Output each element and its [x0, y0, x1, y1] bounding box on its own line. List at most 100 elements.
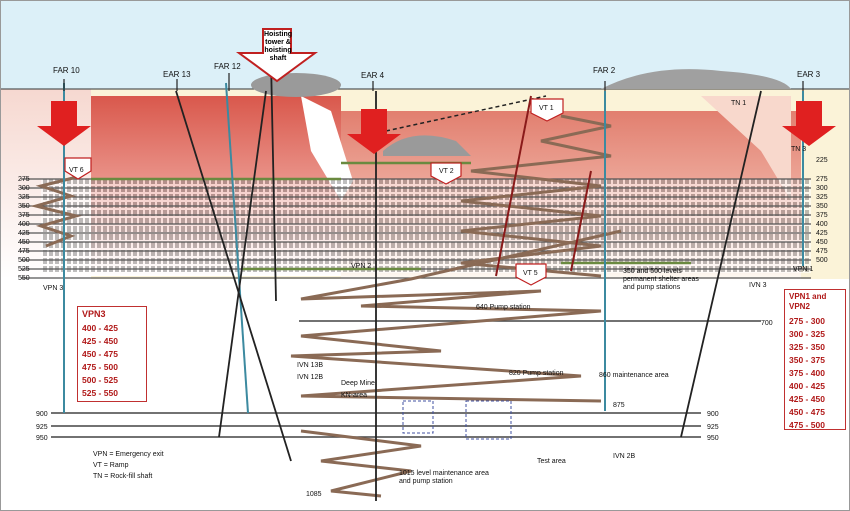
level-label: 325 — [18, 194, 30, 201]
level-label: 475 — [816, 248, 828, 255]
vt1-label: VT 1 — [539, 105, 554, 112]
down-arrow-icon — [782, 101, 836, 146]
dashed-raise — [385, 95, 547, 132]
level-lines — [21, 178, 811, 279]
ear4-label: EAR 4 — [361, 71, 385, 80]
level-label: 475 — [18, 248, 30, 255]
range-item: 525 - 550 — [82, 388, 118, 398]
test-area-label: Test area — [537, 458, 566, 465]
hoisting-label: Hoisting tower & hoisting shaft — [264, 31, 292, 62]
vpn12-range-box: VPN1 and VPN2 275 - 300 300 - 325 325 - 35… — [784, 289, 846, 430]
hoisting-arrow-icon — [235, 28, 319, 83]
level-900-left: 900 — [36, 411, 48, 418]
level-label: 375 — [18, 212, 30, 219]
range-item: 350 - 375 — [789, 355, 825, 365]
far2-label: FAR 2 — [593, 66, 616, 75]
level-label: 550 — [18, 275, 30, 282]
down-arrow-icon — [347, 109, 401, 154]
ramp-markers — [64, 98, 564, 286]
level-900-right: 900 — [707, 411, 719, 418]
level-label: 275 — [18, 176, 30, 183]
maint860-label: 860 maintenance area — [599, 372, 669, 379]
raise-shafts — [175, 60, 762, 501]
kn-label: KN-area — [341, 392, 367, 399]
shelter-label-1: 350 and 500 levels — [623, 268, 682, 275]
vt6-label: VT 6 — [69, 167, 84, 174]
green-drifts — [91, 161, 691, 271]
pink-zone-right — [701, 96, 791, 201]
pump820-label: 820 Pump station — [509, 370, 564, 377]
level-950-left: 950 — [36, 435, 48, 442]
level-label: 350 — [18, 203, 30, 210]
surface-arrows — [63, 73, 804, 91]
maint1015-label-1: 1015 level maintenance area — [399, 470, 489, 477]
level-label: 375 — [816, 212, 828, 219]
level-label: 400 — [18, 221, 30, 228]
ivn2b-label: IVN 2B — [613, 453, 636, 460]
range-item: 450 - 475 — [789, 407, 825, 417]
level-hatching — [41, 179, 811, 273]
maint1015-label-2: and pump station — [399, 478, 453, 485]
rock-pile-right — [601, 69, 791, 89]
level-label: 400 — [816, 221, 828, 228]
rock-pile-underground — [383, 135, 471, 156]
level-950-right: 950 — [707, 435, 719, 442]
level-label: 525 — [18, 266, 30, 273]
shelter-label-2: permanent shelter areas — [623, 276, 699, 283]
ivn13b-label: IVN 13B — [297, 362, 323, 369]
level-1085: 1085 — [306, 491, 322, 498]
vt2-label: VT 2 — [439, 168, 454, 175]
rockfill-shafts — [495, 95, 592, 277]
ivn12b-label: IVN 12B — [297, 374, 323, 381]
level-label: 325 — [816, 194, 828, 201]
ear3-label: EAR 3 — [797, 70, 821, 79]
level-label: 300 — [816, 185, 828, 192]
range-item: 275 - 300 — [789, 316, 825, 326]
range-item: 325 - 350 — [789, 342, 825, 352]
far10-label: FAR 10 — [53, 66, 80, 75]
pump640-label: 640 Pump station — [476, 304, 531, 311]
ivn3-label: IVN 3 — [749, 282, 767, 289]
intake-arrows — [37, 101, 836, 154]
vpn12-box-title: VPN1 and VPN2 — [789, 292, 827, 311]
range-item: 475 - 500 — [789, 420, 825, 430]
range-item: 375 - 400 — [789, 368, 825, 378]
level-700: 700 — [761, 320, 773, 327]
range-item: 500 - 525 — [82, 375, 118, 385]
vpn2-label: VPN 2 — [351, 263, 371, 270]
white-wedge — [301, 96, 353, 201]
legend-vt: VT = Ramp — [93, 462, 129, 469]
level-label: 225 — [816, 157, 828, 164]
level-label: 500 — [816, 257, 828, 264]
level-925-right: 925 — [707, 424, 719, 431]
level-label: 500 — [18, 257, 30, 264]
level-label: 450 — [816, 239, 828, 246]
legend-tn: TN = Rock-fill shaft — [93, 473, 152, 480]
level-label: 450 — [18, 239, 30, 246]
ramp-tunnels — [30, 114, 622, 498]
deep-level-lines — [51, 320, 761, 438]
ear13-label: EAR 13 — [163, 70, 191, 79]
range-item: 300 - 325 — [789, 329, 825, 339]
vpn1-label: VPN 1 — [793, 266, 813, 273]
down-arrow-icon — [37, 101, 91, 146]
kn-area-box — [402, 400, 434, 434]
legend-vpn: VPN = Emergency exit — [93, 451, 164, 458]
vpn12-range-list: 275 - 300 300 - 325 325 - 350 350 - 375 375 … — [789, 315, 841, 432]
level-label: 425 — [816, 230, 828, 237]
level-label: 350 — [816, 203, 828, 210]
tn1-label: TN 1 — [731, 100, 746, 107]
shelter-label-3: and pump stations — [623, 284, 681, 291]
vpn3-box-title: VPN3 — [82, 309, 106, 319]
range-item: 400 - 425 — [82, 323, 118, 333]
range-item: 475 - 500 — [82, 362, 118, 372]
rock-pile-left — [251, 73, 341, 97]
level-875: 875 — [613, 402, 625, 409]
range-item: 450 - 475 — [82, 349, 118, 359]
level-label: 425 — [18, 230, 30, 237]
